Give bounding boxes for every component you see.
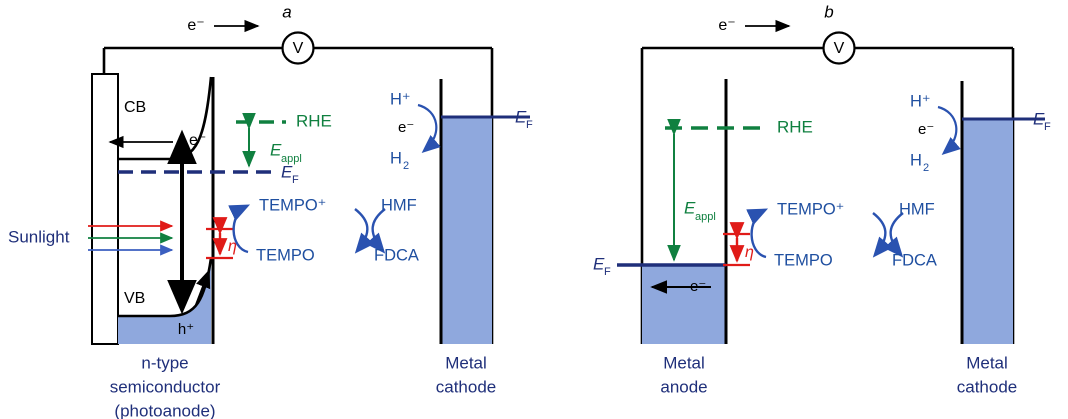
anode-caption-line2-b: anode bbox=[660, 377, 707, 396]
circuit-electron-label-b: e⁻ bbox=[718, 17, 735, 34]
tempo-oxidized-label-a: TEMPO⁺ bbox=[259, 196, 326, 214]
eappl-sublabel-b: appl bbox=[695, 211, 716, 223]
overpotential-marker-a: η bbox=[206, 217, 237, 260]
hydrogen-label-b: H bbox=[910, 151, 922, 169]
sunlight-rays-a: Sunlight bbox=[8, 220, 174, 256]
overpotential-label-b: η bbox=[745, 244, 754, 261]
metal-cathode-fill-a bbox=[441, 117, 492, 344]
cathode-caption-line2-a: cathode bbox=[436, 377, 497, 396]
hydrogen-label-a: H bbox=[390, 149, 402, 167]
cathode-fermi-label-b: E bbox=[1033, 109, 1045, 128]
metal-cathode-fill-b bbox=[962, 119, 1013, 344]
photoanode-caption-line3-a: (photoanode) bbox=[114, 401, 215, 419]
cathode-fermi-sublabel-b: F bbox=[1044, 121, 1051, 133]
photoanode-caption-line1-a: n-type bbox=[141, 353, 188, 372]
circuit-electron-flow-b: e⁻ bbox=[718, 17, 791, 34]
cathode-fermi-label-a: E bbox=[515, 107, 527, 126]
photoanode-back-contact-a bbox=[91, 73, 119, 345]
tempo-reduced-label-b: TEMPO bbox=[774, 251, 833, 269]
valence-band-fill-a bbox=[118, 258, 211, 344]
anode-fermi-label-b: E bbox=[593, 254, 605, 273]
cb-electron-label-a: e⁻ bbox=[189, 132, 206, 149]
cathode-caption-line2-b: cathode bbox=[957, 377, 1018, 396]
tempo-cycle-a: TEMPO⁺ TEMPO bbox=[228, 196, 326, 264]
eappl-label-b: E bbox=[684, 198, 696, 217]
hydrogen-sublabel-a: 2 bbox=[403, 160, 409, 172]
rhe-label-a: RHE bbox=[296, 111, 332, 130]
metal-anode-fill-b bbox=[642, 265, 726, 344]
panel-a-label: a bbox=[282, 2, 291, 21]
hole-label-a: h⁺ bbox=[178, 321, 194, 338]
hmf-label-b: HMF bbox=[899, 200, 935, 218]
cb-electron-arrow-a: e⁻ bbox=[108, 132, 206, 149]
voltmeter-b[interactable]: V bbox=[822, 31, 856, 65]
hmf-label-a: HMF bbox=[381, 196, 417, 214]
tempo-reduced-label-a: TEMPO bbox=[256, 246, 315, 264]
anode-electron-label-b: e⁻ bbox=[690, 278, 706, 295]
hmf-fdca-cycle-b: HMF FDCA bbox=[872, 200, 937, 269]
hydrogen-sublabel-b: 2 bbox=[923, 162, 929, 174]
voltmeter-symbol-a: V bbox=[293, 40, 304, 57]
circuit-electron-flow-a: e⁻ bbox=[187, 17, 260, 34]
her-electron-label-b: e⁻ bbox=[918, 121, 934, 138]
eappl-label-a: E bbox=[270, 140, 282, 159]
tempo-cycle-b: TEMPO⁺ TEMPO bbox=[746, 200, 844, 269]
fermi-label-a: E bbox=[281, 162, 293, 181]
eappl-sublabel-a: appl bbox=[281, 153, 302, 165]
valence-band-label-a: VB bbox=[124, 290, 145, 307]
hmf-fdca-cycle-a: HMF FDCA bbox=[354, 196, 419, 264]
fdca-label-b: FDCA bbox=[892, 251, 937, 269]
anode-electron-flow-b: e⁻ bbox=[650, 278, 711, 295]
anode-caption-line1-b: Metal bbox=[663, 353, 705, 372]
her-reaction-a: H⁺ e⁻ H 2 bbox=[390, 90, 441, 172]
rhe-label-b: RHE bbox=[777, 117, 813, 136]
voltmeter-a[interactable]: V bbox=[281, 31, 315, 65]
photoanode-caption-line2-a: semiconductor bbox=[110, 377, 221, 396]
overpotential-label-a: η bbox=[228, 238, 237, 255]
tempo-oxidized-label-b: TEMPO⁺ bbox=[777, 200, 844, 218]
anode-fermi-sublabel-b: F bbox=[604, 266, 611, 278]
proton-label-b: H⁺ bbox=[910, 92, 931, 110]
circuit-electron-label-a: e⁻ bbox=[187, 17, 204, 34]
conduction-band-label-a: CB bbox=[124, 99, 146, 116]
panel-a: a V e⁻ bbox=[8, 2, 533, 419]
her-reaction-b: H⁺ e⁻ H 2 bbox=[910, 92, 961, 174]
sunlight-label-a: Sunlight bbox=[8, 227, 70, 246]
cathode-fermi-sublabel-a: F bbox=[526, 119, 533, 131]
panel-b: b V e⁻ E F bbox=[593, 2, 1051, 396]
voltmeter-symbol-b: V bbox=[834, 40, 845, 57]
overpotential-marker-b: η bbox=[723, 222, 754, 267]
fermi-sublabel-a: F bbox=[292, 174, 299, 186]
proton-label-a: H⁺ bbox=[390, 90, 411, 108]
her-electron-label-a: e⁻ bbox=[398, 119, 414, 136]
panel-b-label: b bbox=[824, 2, 833, 21]
cathode-caption-line1-b: Metal bbox=[966, 353, 1008, 372]
fdca-label-a: FDCA bbox=[374, 246, 419, 264]
cathode-caption-line1-a: Metal bbox=[445, 353, 487, 372]
hole-transfer-arrow-a bbox=[194, 269, 211, 306]
